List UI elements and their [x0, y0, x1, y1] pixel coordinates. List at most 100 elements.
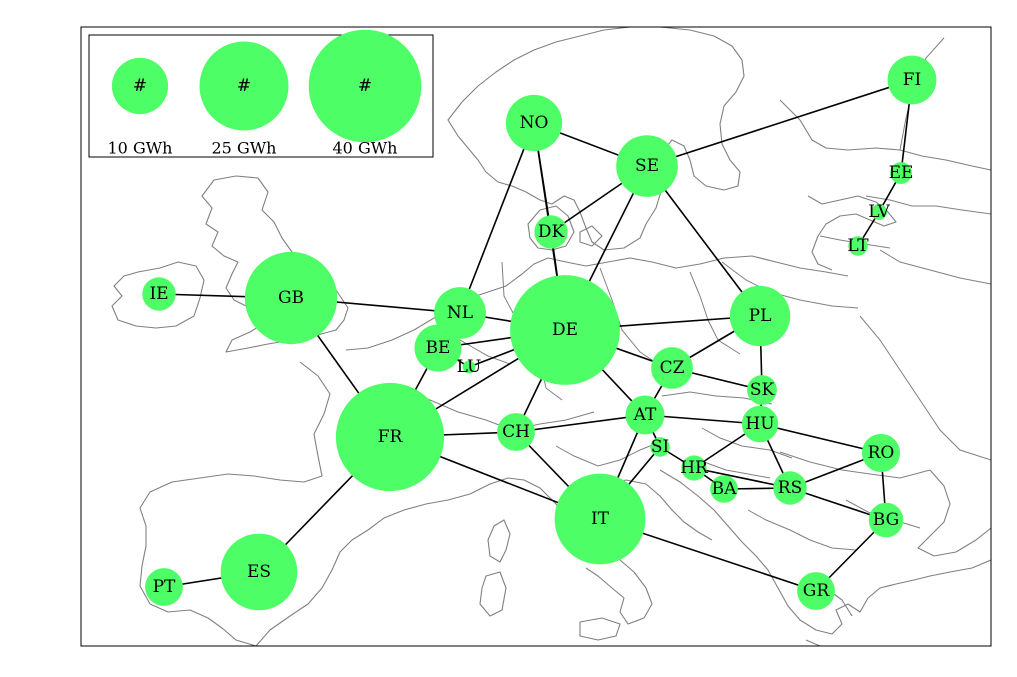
- node-label-gb: GB: [278, 288, 304, 308]
- node-circle-no[interactable]: [505, 94, 563, 152]
- node-circle-be[interactable]: [414, 324, 462, 372]
- node-circle-pt[interactable]: [145, 568, 183, 606]
- node-label-ch: CH: [502, 422, 530, 442]
- node-circle-ba[interactable]: [710, 475, 738, 503]
- node-circle-dk[interactable]: [534, 215, 568, 249]
- node-pt[interactable]: PT: [145, 568, 183, 606]
- legend-label: 10 GWh: [108, 139, 173, 158]
- node-circle-se[interactable]: [616, 135, 678, 197]
- node-ro[interactable]: RO: [861, 433, 901, 473]
- node-gr[interactable]: GR: [797, 572, 835, 610]
- node-label-si: SI: [651, 437, 669, 457]
- node-circle-gr[interactable]: [797, 572, 835, 610]
- node-circle-fi[interactable]: [887, 55, 937, 105]
- node-circle-ro[interactable]: [861, 433, 901, 473]
- node-sk[interactable]: SK: [747, 375, 777, 405]
- node-label-fr: FR: [378, 427, 404, 447]
- node-circle-rs[interactable]: [773, 471, 807, 505]
- node-circle-es[interactable]: [220, 533, 298, 611]
- node-dk[interactable]: DK: [534, 215, 568, 249]
- node-fi[interactable]: FI: [887, 55, 937, 105]
- node-circle-fr[interactable]: [335, 382, 445, 492]
- node-label-gr: GR: [803, 581, 831, 601]
- legend-label: 25 GWh: [212, 139, 277, 158]
- node-label-hu: HU: [745, 414, 774, 434]
- node-label-be: BE: [426, 338, 451, 358]
- coast-continent-north: [345, 255, 849, 351]
- node-label-nl: NL: [447, 303, 473, 323]
- node-label-ie: IE: [149, 284, 168, 304]
- node-nl[interactable]: NL: [434, 287, 486, 339]
- node-lu[interactable]: LU: [457, 357, 482, 377]
- node-label-lt: LT: [847, 236, 869, 256]
- edge-se-fi: [646, 79, 913, 167]
- node-label-de: DE: [552, 320, 578, 340]
- node-label-it: IT: [591, 509, 610, 529]
- node-circle-it[interactable]: [554, 473, 646, 565]
- legend: #10 GWh #25 GWh #40 GWh: [88, 29, 434, 158]
- edge-no-nl: [459, 122, 535, 314]
- node-bg[interactable]: BG: [868, 502, 904, 538]
- node-lt[interactable]: LT: [847, 236, 869, 256]
- legend-item-40-gwh: #40 GWh: [308, 29, 422, 158]
- node-label-sk: SK: [750, 380, 775, 400]
- node-se[interactable]: SE: [616, 135, 678, 197]
- legend-circle: [199, 41, 289, 131]
- legend-symbol: #: [237, 76, 251, 96]
- node-layer: FI NO SE EE LV LT DK IE GB NL DE PL BE LU CZ SK FR CH AT HU…: [142, 55, 937, 611]
- node-circle-lu[interactable]: [462, 360, 476, 374]
- legend-circle: [111, 57, 169, 115]
- edge-hu-ro: [759, 423, 882, 454]
- node-circle-hr[interactable]: [681, 455, 707, 481]
- node-circle-lt[interactable]: [848, 236, 868, 256]
- node-rs[interactable]: RS: [773, 471, 807, 505]
- coast-islands: [479, 519, 621, 641]
- node-label-ro: RO: [868, 443, 895, 463]
- node-circle-hu[interactable]: [741, 405, 779, 443]
- node-circle-gb[interactable]: [244, 251, 338, 345]
- node-circle-cz[interactable]: [651, 347, 693, 389]
- edge-se-pl: [646, 165, 761, 317]
- node-label-lv: LV: [868, 202, 890, 222]
- coast-black-sea: [917, 469, 991, 557]
- node-be[interactable]: BE: [414, 324, 462, 372]
- node-at[interactable]: AT: [625, 395, 665, 435]
- node-gb[interactable]: GB: [244, 251, 338, 345]
- coast-scandinavia: [447, 27, 745, 251]
- node-circle-ch[interactable]: [497, 413, 535, 451]
- node-es[interactable]: ES: [220, 533, 298, 611]
- node-fr[interactable]: FR: [335, 382, 445, 492]
- node-lv[interactable]: LV: [868, 202, 890, 222]
- legend-items: #10 GWh #25 GWh #40 GWh: [108, 29, 422, 158]
- node-circle-pl[interactable]: [729, 285, 791, 347]
- node-de[interactable]: DE: [510, 275, 620, 385]
- node-circle-ie[interactable]: [142, 277, 176, 311]
- legend-label: 40 GWh: [333, 139, 398, 158]
- node-circle-ee[interactable]: [890, 162, 912, 184]
- node-si[interactable]: SI: [650, 437, 670, 457]
- node-hu[interactable]: HU: [741, 405, 779, 443]
- map-frame: [80, 26, 992, 647]
- legend-symbol: #: [358, 76, 372, 96]
- node-it[interactable]: IT: [554, 473, 646, 565]
- node-circle-si[interactable]: [650, 437, 670, 457]
- coast-mediterranean-italy: [367, 477, 713, 625]
- node-circle-lv[interactable]: [871, 204, 887, 220]
- legend-circle: [308, 29, 422, 143]
- node-circle-sk[interactable]: [747, 375, 777, 405]
- node-ba[interactable]: BA: [710, 475, 738, 503]
- node-hr[interactable]: HR: [680, 455, 709, 481]
- node-pl[interactable]: PL: [729, 285, 791, 347]
- node-circle-bg[interactable]: [868, 502, 904, 538]
- node-ee[interactable]: EE: [889, 162, 914, 184]
- node-ie[interactable]: IE: [142, 277, 176, 311]
- coast-balkans-greece: [659, 469, 991, 646]
- node-no[interactable]: NO: [505, 94, 563, 152]
- node-circle-at[interactable]: [625, 395, 665, 435]
- node-cz[interactable]: CZ: [651, 347, 693, 389]
- edge-ch-at: [515, 414, 646, 433]
- node-circle-de[interactable]: [510, 275, 620, 385]
- node-ch[interactable]: CH: [497, 413, 535, 451]
- node-circle-nl[interactable]: [434, 287, 486, 339]
